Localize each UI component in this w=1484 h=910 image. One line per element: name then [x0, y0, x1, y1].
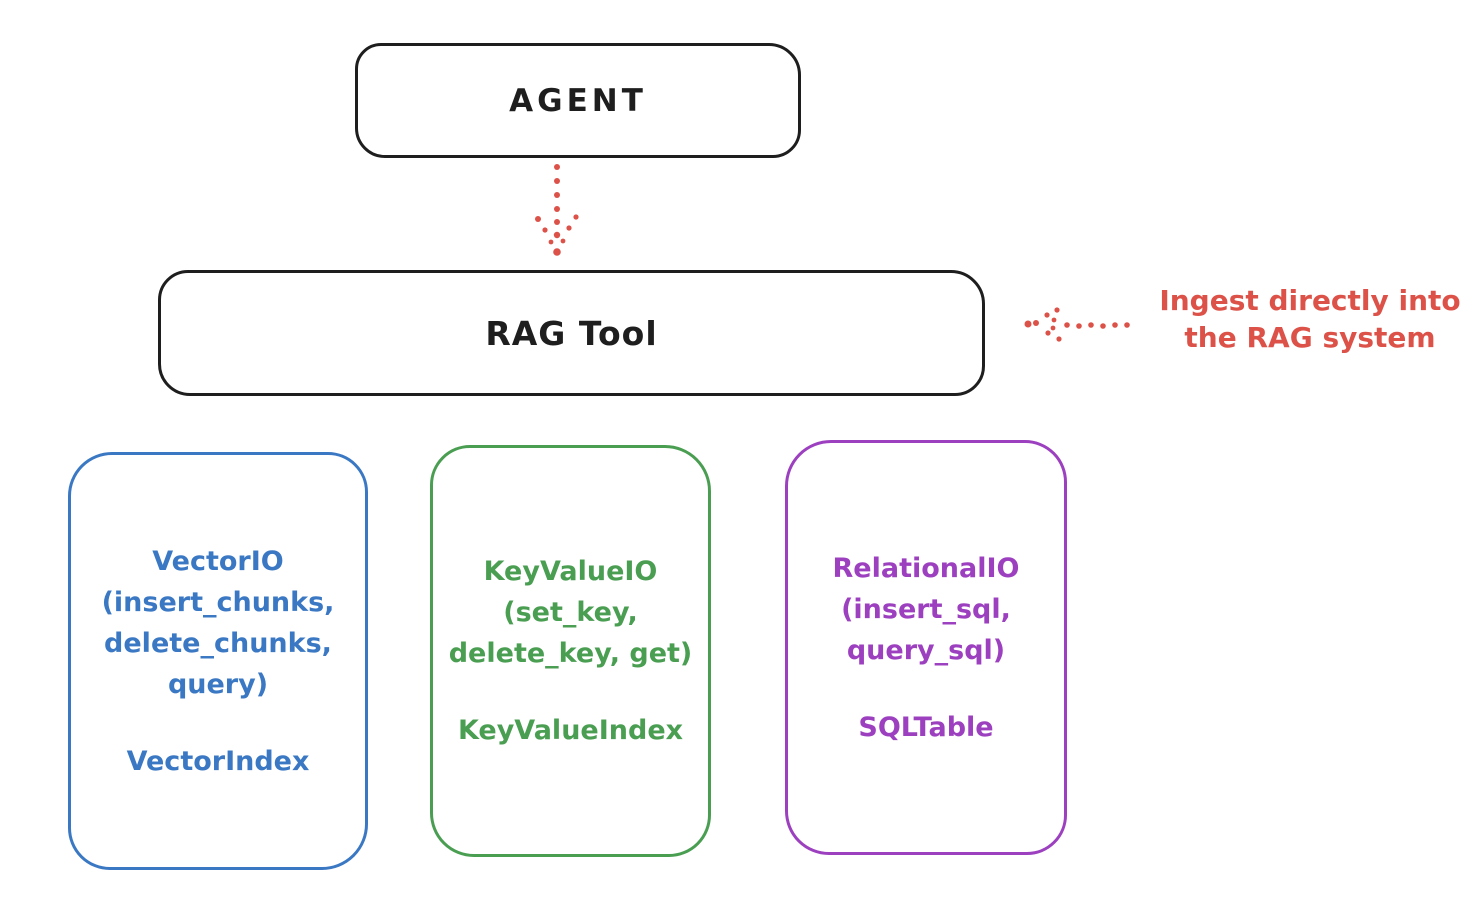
arrow-agent-to-ragtool-icon: [527, 162, 587, 267]
ingest-annotation-line2: the RAG system: [1184, 321, 1436, 354]
vector-io-index-label: VectorIndex: [126, 745, 310, 777]
vector-io-method-line: (insert_chunks,: [101, 586, 335, 618]
relational-io-index-label: SQLTable: [858, 711, 994, 743]
rag-tool-node: RAG Tool: [158, 270, 985, 396]
relational-io-method-line: (insert_sql,: [841, 593, 1011, 625]
keyvalue-io-method-line: delete_key, get): [448, 638, 693, 669]
vector-io-method-line: delete_chunks,: [104, 627, 332, 659]
keyvalue-io-methods: KeyValueIO (set_key, delete_key, get): [449, 551, 693, 674]
relational-io-title: RelationalIO: [832, 552, 1020, 584]
backend-card-keyvalue-io: KeyValueIO (set_key, delete_key, get) Ke…: [430, 445, 711, 857]
arrow-annotation-to-ragtool-icon: [1020, 300, 1155, 350]
relational-io-method-line: query_sql): [846, 634, 1006, 666]
ingest-annotation-line1: Ingest directly into: [1159, 284, 1461, 317]
relational-io-methods: RelationalIO (insert_sql, query_sql): [833, 548, 1020, 671]
vector-io-methods: VectorIO (insert_chunks, delete_chunks, …: [102, 541, 335, 705]
ingest-annotation: Ingest directly into the RAG system: [1145, 282, 1475, 356]
agent-node: AGENT: [355, 43, 801, 158]
rag-tool-node-label: RAG Tool: [485, 313, 658, 353]
keyvalue-io-method-line: (set_key,: [503, 597, 638, 628]
vector-io-title: VectorIO: [152, 545, 284, 577]
agent-node-label: AGENT: [509, 82, 647, 119]
keyvalue-io-title: KeyValueIO: [483, 556, 658, 587]
vector-io-method-line: query): [167, 668, 269, 700]
backend-card-vector-io: VectorIO (insert_chunks, delete_chunks, …: [68, 452, 368, 870]
backend-card-relational-io: RelationalIO (insert_sql, query_sql) SQL…: [785, 440, 1067, 855]
keyvalue-io-index-label: KeyValueIndex: [457, 715, 684, 746]
